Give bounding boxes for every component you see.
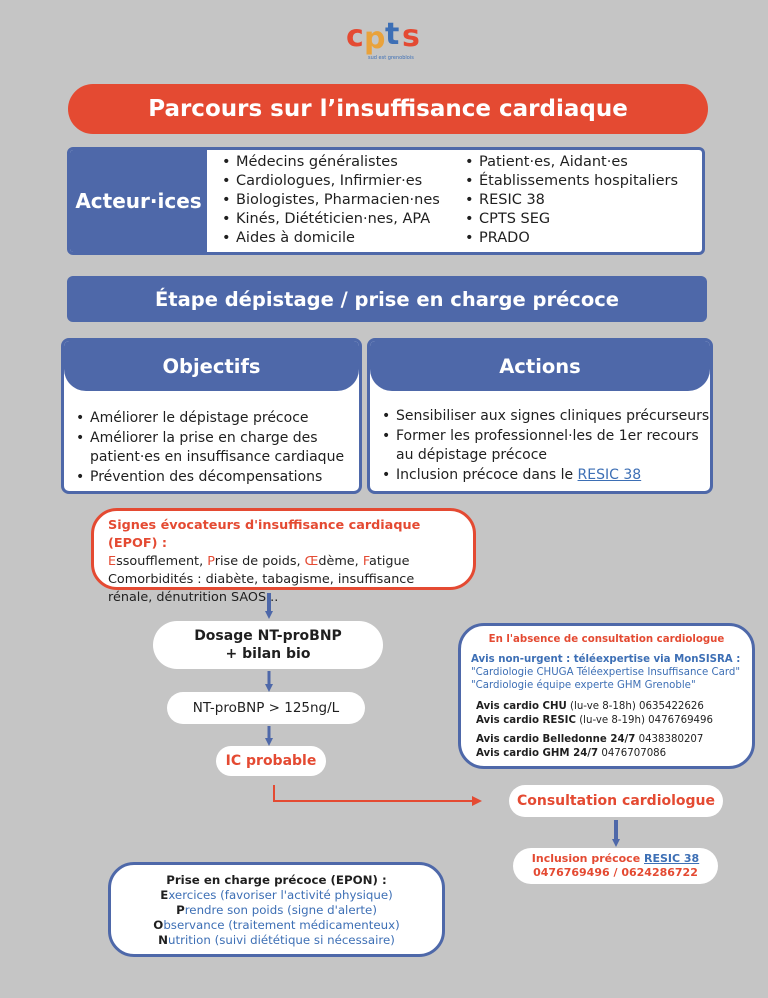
step-heading: Étape dépistage / prise en charge précoc… — [67, 276, 707, 322]
inclusion-step: Inclusion précoce RESIC 38 0476769496 / … — [513, 848, 718, 884]
actor-item: Kinés, Diététicien·nes, APA — [222, 210, 440, 229]
actor-item: Médecins généralistes — [222, 153, 440, 172]
logo-letter-p: p — [364, 21, 386, 56]
ic-probable-step: IC probable — [216, 746, 326, 776]
actors-list-2: Patient·es, Aidant·es Établissements hos… — [465, 153, 678, 248]
objectives-list: Améliorer le dépistage précoce Améliorer… — [76, 409, 359, 488]
inclusion-text: Inclusion précoce — [531, 852, 644, 865]
objective-item: Prévention des décompensations — [76, 468, 359, 488]
epof-rest: atigue — [369, 554, 410, 569]
cardio-contact: Avis cardio CHU (lu-ve 8-18h) 0635422626 — [476, 701, 704, 712]
resic-link[interactable]: RESIC 38 — [577, 466, 642, 483]
epon-item: Exercices (favoriser l'activité physique… — [160, 888, 393, 902]
epof-initial: P — [207, 554, 215, 569]
actor-item: Cardiologues, Infirmier·es — [222, 172, 440, 191]
actors-list-1: Médecins généralistes Cardiologues, Infi… — [222, 153, 440, 248]
action-item: Inclusion précoce dans le RESIC 38 — [382, 466, 709, 486]
epof-initial: Œ — [304, 554, 319, 569]
actors-label: Acteur·ices — [70, 150, 207, 252]
actor-item: PRADO — [465, 229, 678, 248]
objective-item: Améliorer la prise en charge des patient… — [76, 429, 359, 468]
objectives-panel: Objectifs Améliorer le dépistage précoce… — [61, 338, 362, 494]
absence-box: En l'absence de consultation cardiologue… — [458, 623, 755, 769]
action-item-text: Inclusion précoce dans le — [396, 466, 578, 483]
actor-item: Patient·es, Aidant·es — [465, 153, 678, 172]
epof-rest: ssoufflement, — [116, 554, 208, 569]
actions-list: Sensibiliser aux signes cliniques précur… — [382, 407, 709, 485]
absence-quote-2: "Cardiologie équipe experte GHM Grenoble… — [471, 680, 696, 691]
cpts-logo: c p t s sud est grenoblois — [336, 10, 436, 70]
absence-title: En l'absence de consultation cardiologue — [488, 634, 725, 645]
objectives-heading: Objectifs — [64, 341, 359, 391]
cardio-contact: Avis cardio RESIC (lu-ve 8-19h) 04767694… — [476, 715, 713, 726]
cardio-contact: Avis cardio GHM 24/7 0476707086 — [476, 748, 667, 759]
cardio-contact: Avis cardio Belledonne 24/7 0438380207 — [476, 734, 704, 745]
actors-box: Acteur·ices Médecins généralistes Cardio… — [67, 147, 705, 255]
nt-line-2: + bilan bio — [225, 646, 311, 662]
resic-inclusion-link[interactable]: RESIC 38 — [644, 852, 700, 865]
nt-line-1: Dosage NT-proBNP — [194, 628, 342, 644]
objective-item: Améliorer le dépistage précoce — [76, 409, 359, 429]
actor-item: CPTS SEG — [465, 210, 678, 229]
threshold-step: NT-proBNP > 125ng/L — [167, 692, 365, 724]
page-title: Parcours sur l’insuffisance cardiaque — [68, 84, 708, 134]
actor-item: RESIC 38 — [465, 191, 678, 210]
actor-item: Aides à domicile — [222, 229, 440, 248]
epof-rest: dème, — [318, 554, 363, 569]
epon-item: Prendre son poids (signe d'alerte) — [176, 903, 377, 917]
actions-heading: Actions — [370, 341, 710, 391]
logo-letter-c: c — [346, 19, 364, 54]
epon-title: Prise en charge précoce (EPON) : — [166, 873, 387, 887]
epon-item: Observance (traitement médicamenteux) — [153, 918, 400, 932]
actor-item: Biologistes, Pharmacien·nes — [222, 191, 440, 210]
logo-letter-s: s — [402, 19, 420, 54]
signs-comorbidities: Comorbidités : diabète, tabagisme, insuf… — [108, 572, 415, 605]
epon-item: Nutrition (suivi diététique si nécessair… — [158, 933, 395, 947]
epof-rest: rise de poids, — [214, 554, 305, 569]
action-item: Former les professionnel·les de 1er reco… — [382, 427, 706, 466]
absence-quote-1: "Cardiologie CHUGA Téléexpertise Insuffi… — [471, 667, 741, 678]
absence-nonurgent: Avis non-urgent : téléexpertise via MonS… — [471, 654, 741, 665]
signs-title: Signes évocateurs d'insuffisance cardiaq… — [108, 518, 421, 551]
actions-panel: Actions Sensibiliser aux signes clinique… — [367, 338, 713, 494]
epof-initial: E — [108, 554, 117, 569]
actor-item: Établissements hospitaliers — [465, 172, 678, 191]
logo-tagline: sud est grenoblois — [368, 55, 414, 61]
arrow-ic-to-consult — [273, 785, 482, 806]
inclusion-phones: 0476769496 / 0624286722 — [533, 866, 698, 879]
consultation-step: Consultation cardiologue — [509, 785, 723, 817]
epof-initial: F — [362, 554, 370, 569]
logo-letter-t: t — [385, 17, 400, 52]
signs-epof: Essoufflement, Prise de poids, Œdème, Fa… — [108, 553, 473, 571]
epon-box: Prise en charge précoce (EPON) : Exercic… — [108, 862, 445, 957]
nt-probnp-step: Dosage NT-proBNP + bilan bio — [153, 621, 383, 669]
signs-box: Signes évocateurs d'insuffisance cardiaq… — [91, 508, 476, 605]
action-item: Sensibiliser aux signes cliniques précur… — [382, 407, 709, 427]
